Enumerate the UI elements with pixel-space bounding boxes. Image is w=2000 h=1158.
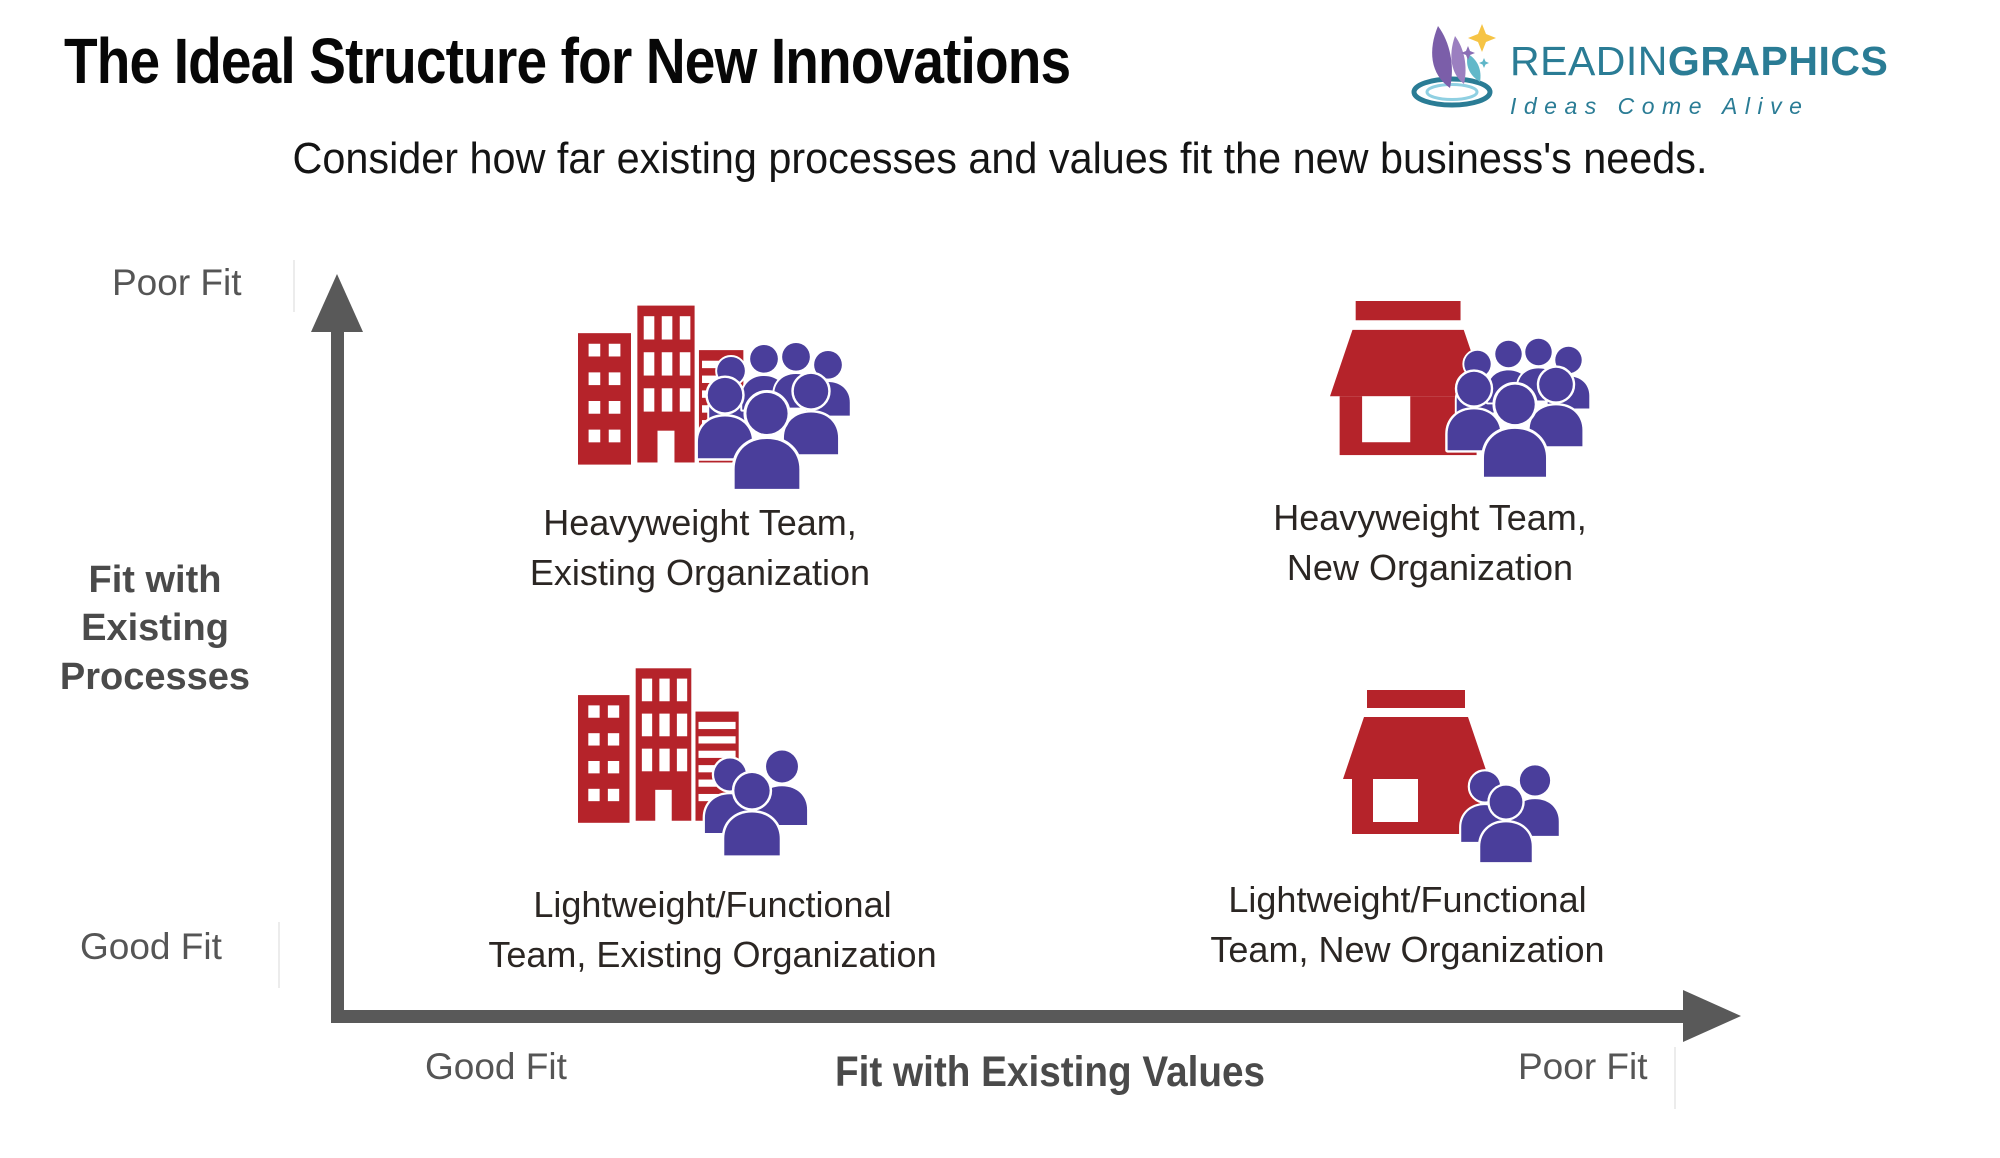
quadrant-label-line: Lightweight/Functional [1228, 879, 1587, 920]
brand-tagline: Ideas Come Alive [1510, 93, 1810, 119]
x-axis-right-label: Poor Fit [1518, 1046, 1648, 1087]
storefront-small-team-icon [1343, 690, 1588, 870]
y-axis-title-line3: Processes [59, 655, 251, 698]
brand-logo-text: READINGRAPHICS Ideas Come Alive [1510, 38, 1888, 120]
y-axis-title-line2: Existing [81, 607, 229, 650]
brand-logo-book-icon [1411, 24, 1496, 108]
quadrant-label-top-right: Heavyweight Team, New Organization [1160, 493, 1700, 594]
quadrant-label-line: Lightweight/Functional [533, 884, 892, 925]
y-axis-bottom-label: Good Fit [80, 926, 222, 967]
quadrant-label-line: Team, New Organization [1210, 929, 1605, 971]
x-axis-line [331, 1010, 1683, 1023]
storefront-large-team-icon [1330, 301, 1592, 488]
quadrant-label-bottom-left: Lightweight/Functional Team, Existing Or… [440, 880, 985, 981]
brand-name: READINGRAPHICS [1510, 38, 1888, 85]
quadrant-label-line: Heavyweight Team, [543, 502, 857, 543]
city-buildings-large-team-icon [558, 283, 852, 498]
x-axis-arrowhead-icon [1683, 990, 1741, 1042]
brand-name-bold: GRAPHICS [1667, 38, 1889, 84]
textbox-artifact [1674, 1047, 1676, 1109]
brand-name-regular: READIN [1510, 38, 1668, 84]
y-axis-title-line1: Fit with [88, 559, 222, 601]
x-axis-title: Fit with Existing Values [834, 1048, 1266, 1096]
textbox-artifact [293, 260, 295, 312]
brand-logo: READINGRAPHICS Ideas Come Alive [1408, 18, 1888, 120]
y-axis-line [331, 328, 344, 1023]
quadrant-label-top-left: Heavyweight Team, Existing Organization [430, 498, 970, 599]
quadrant-label-bottom-right: Lightweight/Functional Team, New Organiz… [1135, 875, 1680, 976]
quadrant-label-line: New Organization [1286, 547, 1574, 589]
city-buildings-small-team-icon [572, 652, 832, 857]
x-axis-left-label: Good Fit [425, 1046, 567, 1087]
quadrant-label-line: Heavyweight Team, [1273, 497, 1587, 538]
y-axis-arrowhead-icon [311, 274, 363, 332]
page-title: The Ideal Structure for New Innovations [64, 25, 1071, 97]
subtitle: Consider how far existing processes and … [292, 134, 1708, 183]
quadrant-label-line: Existing Organization [529, 552, 871, 594]
quadrant-label-line: Team, Existing Organization [488, 934, 937, 976]
y-axis-top-label: Poor Fit [112, 262, 242, 303]
y-axis-title: Fit with Existing Processes [28, 556, 282, 701]
textbox-artifact [278, 922, 280, 988]
